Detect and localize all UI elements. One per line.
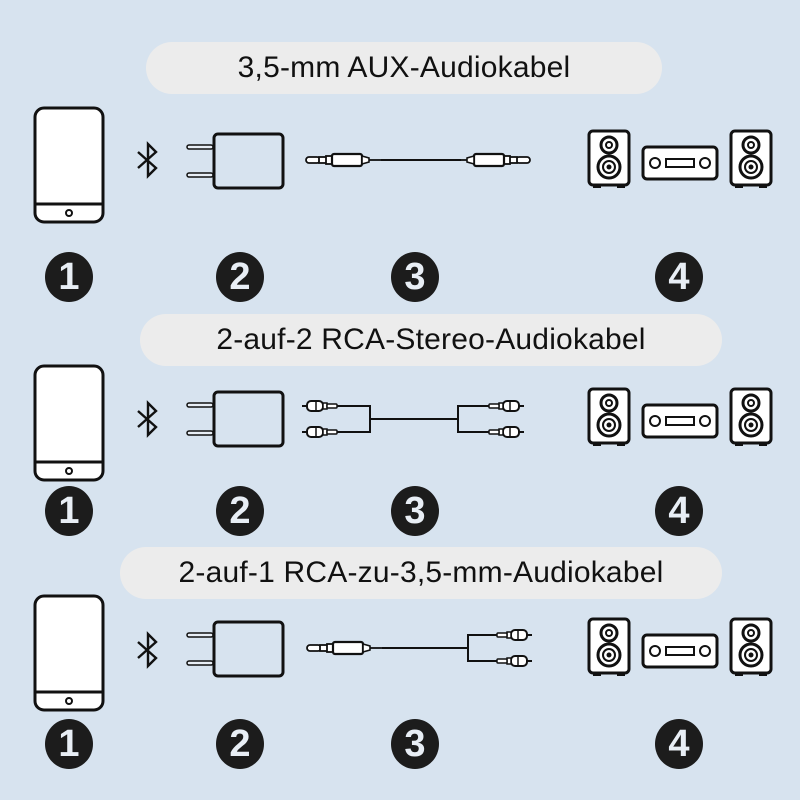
row1-step-4-badge: 4 — [655, 252, 703, 302]
stereo-system-icon — [587, 129, 773, 189]
row3-title: 2-auf-1 RCA-zu-3,5-mm-Audiokabel — [178, 556, 664, 589]
smartphone-icon — [33, 594, 105, 712]
row1-title-pill: 3,5-mm AUX-Audiokabel — [146, 42, 662, 94]
row1-step-3-badge: 3 — [391, 252, 439, 302]
smartphone-icon — [33, 364, 105, 482]
row2-step-1-badge: 1 — [45, 486, 93, 536]
row2-step-3-badge: 3 — [391, 486, 439, 536]
stereo-system-icon — [587, 617, 773, 677]
aux-cable-icon — [305, 152, 530, 168]
row1-title: 3,5-mm AUX-Audiokabel — [237, 51, 571, 84]
smartphone-icon — [33, 106, 105, 224]
row1-step-1-badge: 1 — [45, 252, 93, 302]
row3-step-2-badge: 2 — [216, 719, 264, 769]
bluetooth-icon — [135, 399, 161, 439]
row2-step-4-badge: 4 — [655, 486, 703, 536]
stereo-system-icon — [587, 387, 773, 447]
bluetooth-icon — [135, 140, 161, 180]
row3-title-pill: 2-auf-1 RCA-zu-3,5-mm-Audiokabel — [120, 547, 722, 599]
row2-title-pill: 2-auf-2 RCA-Stereo-Audiokabel — [140, 314, 722, 366]
bluetooth-adapter-plug-icon — [186, 132, 286, 190]
row2-step-2-badge: 2 — [216, 486, 264, 536]
bluetooth-adapter-plug-icon — [186, 620, 286, 678]
row2-title: 2-auf-2 RCA-Stereo-Audiokabel — [216, 323, 646, 356]
row3-step-3-badge: 3 — [391, 719, 439, 769]
row3-step-1-badge: 1 — [45, 719, 93, 769]
bluetooth-adapter-plug-icon — [186, 390, 286, 448]
3.5mm-to-rca-cable-icon — [306, 628, 530, 668]
bluetooth-icon — [135, 630, 161, 670]
row3-step-4-badge: 4 — [655, 719, 703, 769]
rca-2-to-2-cable-icon — [302, 399, 528, 439]
row1-step-2-badge: 2 — [216, 252, 264, 302]
